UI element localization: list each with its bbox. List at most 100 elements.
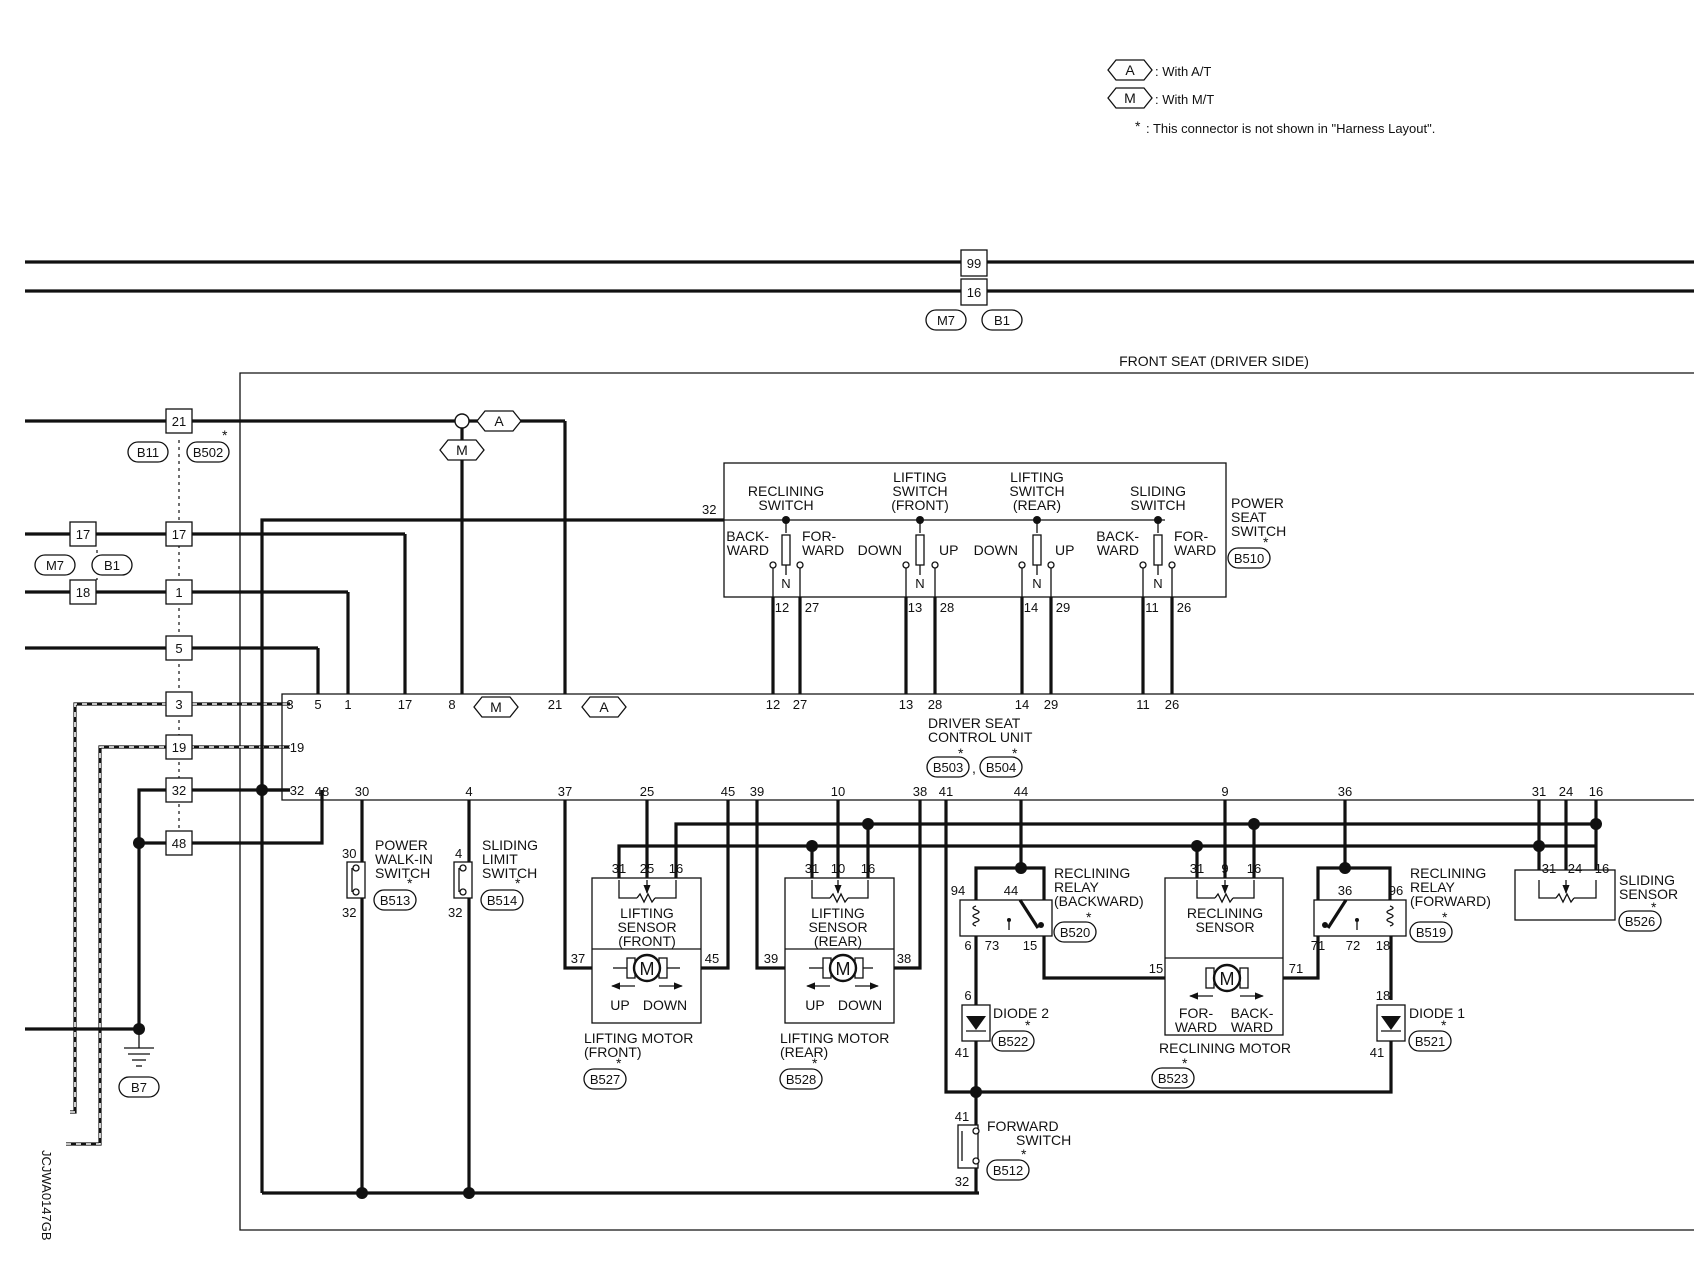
pss-sub-title: SWITCH: [758, 497, 813, 513]
ss-title-1: SLIDING: [1619, 872, 1675, 888]
unit-left-pin: 48: [315, 784, 329, 799]
b11-pin-label: 48: [172, 836, 186, 851]
unit-top-pin: 21: [548, 697, 562, 712]
connector-separator: ,: [972, 760, 976, 776]
b502-star: *: [222, 427, 228, 443]
legend-mt-code: M: [1124, 90, 1136, 106]
power-seat-switch: POWER SEAT SWITCH * B510 RECLININGSWITCH…: [723, 462, 1286, 615]
unit-top-pin: 29: [1044, 697, 1058, 712]
pss-sub-title: LIFTING: [893, 469, 947, 485]
pss-sub-title: LIFTING: [1010, 469, 1064, 485]
unit-top-pin: 3: [286, 697, 293, 712]
b11-pin-box: [165, 830, 193, 856]
control-unit-title-1: DRIVER SEAT: [928, 715, 1021, 731]
rm-dir-back-2: WARD: [1231, 1019, 1273, 1035]
pss-dir-left: WARD: [1097, 542, 1139, 558]
b11-pin-box: [165, 734, 193, 760]
pss-dir-right: FOR-: [802, 528, 837, 544]
pss-pin-32: 32: [702, 502, 716, 517]
rb-star: *: [1086, 909, 1092, 925]
connector-m7-left: [34, 554, 76, 576]
connector-b523-label: B523: [1158, 1071, 1188, 1086]
legend-star: *: [1135, 118, 1141, 134]
lr-pin-16: 16: [861, 861, 875, 876]
lf-dir-down: DOWN: [643, 997, 687, 1013]
unit-bottom-pin: 45: [721, 784, 735, 799]
driver-seat-control-unit: DRIVER SEAT CONTROL UNIT B503 , B504 * *…: [281, 693, 1694, 801]
fs-title-2: SWITCH: [1016, 1132, 1071, 1148]
unit-bottom-pin: 44: [1014, 784, 1028, 799]
pss-to-unit-wires: [771, 597, 1174, 694]
rs-pin-31: 31: [1190, 861, 1204, 876]
ss-title-2: SENSOR: [1619, 886, 1678, 902]
rm-pin-71: 71: [1289, 961, 1303, 976]
unit-top-pin: 13: [899, 697, 913, 712]
connector-b526-label: B526: [1625, 914, 1655, 929]
ss-pin-31: 31: [1542, 861, 1556, 876]
fs-title-1: FORWARD: [987, 1118, 1059, 1134]
connector-b513-label: B513: [380, 893, 410, 908]
lf-motor-label-2: (FRONT): [584, 1044, 642, 1060]
top-pin-99: 99: [967, 256, 981, 271]
top-connector-pin-bottom: [960, 278, 988, 306]
pss-dir-left: BACK-: [1096, 528, 1139, 544]
figure-id: JCJWA0147GB: [39, 1150, 54, 1241]
pss-neutral: N: [781, 576, 790, 591]
d1-title: DIODE 1: [1409, 1005, 1465, 1021]
unit-bottom-pin: 25: [640, 784, 654, 799]
lr-motor-label-1: LIFTING MOTOR: [780, 1030, 889, 1046]
lf-motor-label-1: LIFTING MOTOR: [584, 1030, 693, 1046]
pss-sub-title: SWITCH: [1009, 483, 1064, 499]
b504-star: *: [1012, 745, 1018, 761]
unit-top-pin: 17: [398, 697, 412, 712]
rf-pin-72: 72: [1346, 938, 1360, 953]
unit-top-pin: 5: [314, 697, 321, 712]
connector-b519: [1409, 921, 1453, 943]
connector-b520: [1053, 921, 1097, 943]
connector-b512: [986, 1159, 1030, 1181]
connector-m7-label: M7: [937, 313, 955, 328]
pss-pin: 11: [1145, 600, 1159, 615]
walkin-pin-bottom: 32: [342, 905, 356, 920]
pss-dir-left: WARD: [727, 542, 769, 558]
pss-sub-title: (REAR): [1013, 497, 1061, 513]
lr-sensor-3: (REAR): [814, 933, 862, 949]
rm-label: RECLINING MOTOR: [1159, 1040, 1291, 1056]
lf-sensor-2: SENSOR: [617, 919, 676, 935]
connector-b1-left: [91, 554, 133, 576]
wire-tag-m: M: [456, 442, 468, 458]
pss-dir-left: BACK-: [726, 528, 769, 544]
m7-pin-label: 17: [76, 527, 90, 542]
lf-pin-25: 25: [640, 861, 654, 876]
unit-top-pin: 1: [344, 697, 351, 712]
rm-dir-fwd-1: FOR-: [1179, 1005, 1214, 1021]
ss-pin-24: 24: [1568, 861, 1582, 876]
legend: A : With A/T M : With M/T * : This conne…: [1107, 59, 1435, 136]
d2-star: *: [1025, 1017, 1031, 1033]
wire-mt-tag: [439, 439, 485, 461]
limit-star: *: [515, 875, 521, 891]
rb-pin-6: 6: [964, 938, 971, 953]
lr-motor-icon: [828, 953, 858, 983]
fs-star: *: [1021, 1146, 1027, 1162]
unit-top-pin: 28: [928, 697, 942, 712]
lf-sensor-3: (FRONT): [618, 933, 676, 949]
pss-neutral: N: [915, 576, 924, 591]
b11-pin-box: [165, 579, 193, 605]
pss-title-2: SEAT: [1231, 509, 1267, 525]
connector-b504-label: B504: [986, 760, 1016, 775]
b11-pin-label: 19: [172, 740, 186, 755]
unit-bottom-pin: 10: [831, 784, 845, 799]
d2-pin-6: 6: [964, 988, 971, 1003]
rs-title-1: RECLINING: [1187, 905, 1263, 921]
unit-bottom-pin: 36: [1338, 784, 1352, 799]
b11-pin-label: 21: [172, 414, 186, 429]
connector-b528: [779, 1068, 823, 1090]
rb-pin-73: 73: [985, 938, 999, 953]
fs-pin-41: 41: [955, 1109, 969, 1124]
rb-pin-15: 15: [1023, 938, 1037, 953]
m7-pin-box: [69, 521, 97, 547]
unit-top-pin: 27: [793, 697, 807, 712]
wire-at-tag: [476, 410, 522, 432]
